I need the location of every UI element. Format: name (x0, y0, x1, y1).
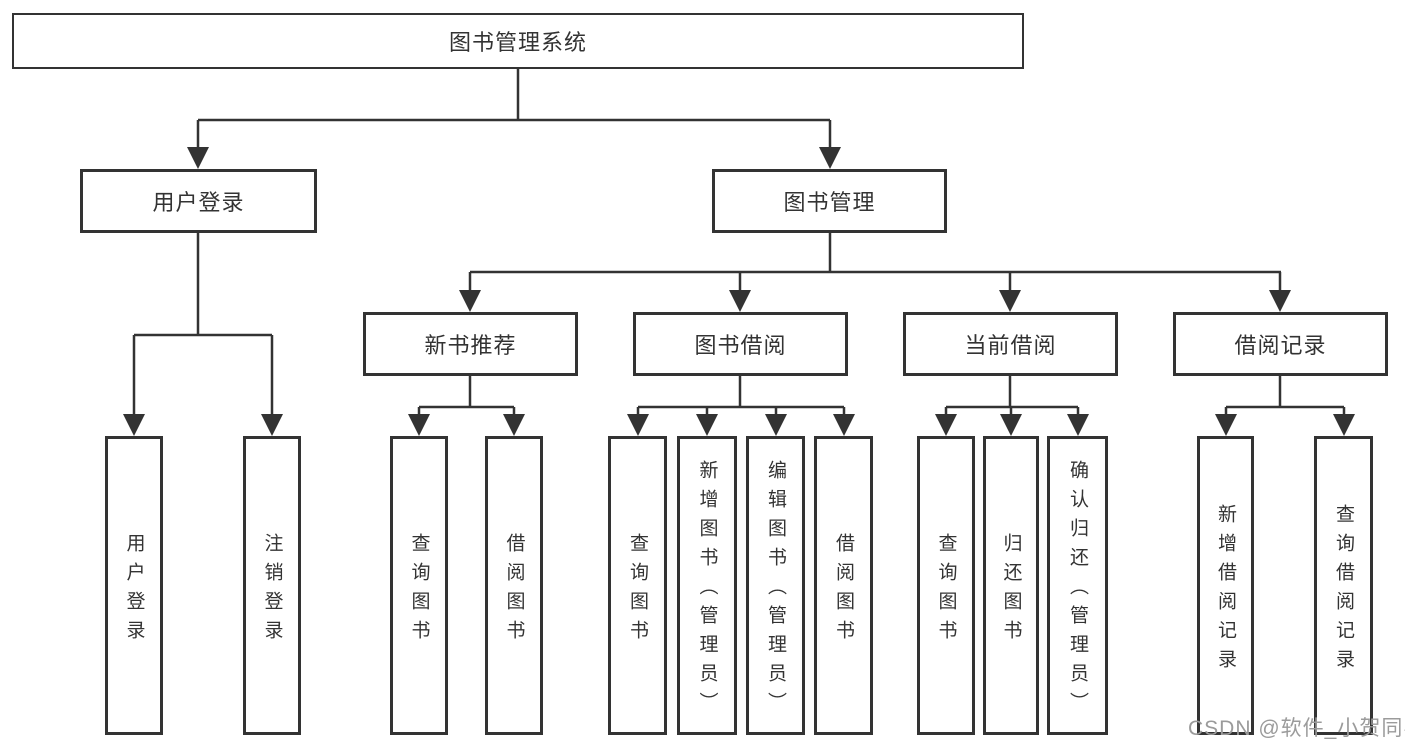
leaf-bb-add-books-admin-label: 新增图书（管理员） (696, 460, 718, 721)
leaf-cb-query-books: 查询图书 (917, 436, 975, 735)
leaf-cb-query-books-label: 查询图书 (935, 532, 957, 649)
leaf-cb-return-books: 归还图书 (983, 436, 1039, 735)
leaf-cb-confirm-return-admin-label: 确认归还（管理员） (1067, 460, 1088, 721)
leaf-nb-query-books: 查询图书 (390, 436, 448, 735)
leaf-bb-borrow-books: 借阅图书 (814, 436, 873, 735)
leaf-bb-edit-books-admin-label: 编辑图书（管理员） (765, 460, 786, 721)
node-book-borrowing-label: 图书借阅 (694, 333, 787, 358)
leaf-bb-edit-books-admin: 编辑图书（管理员） (746, 436, 805, 735)
leaf-bb-borrow-books-label: 借阅图书 (833, 532, 854, 649)
node-new-book-recommend-label: 新书推荐 (424, 333, 517, 358)
node-borrowing-records: 借阅记录 (1173, 312, 1388, 376)
node-book-borrowing: 图书借阅 (633, 312, 848, 376)
node-user-login-label: 用户登录 (152, 190, 245, 215)
leaf-bb-query-books-label: 查询图书 (627, 532, 648, 649)
leaf-cb-return-books-label: 归还图书 (1000, 532, 1022, 649)
watermark: CSDN @软件_小贺同学 (1188, 717, 1405, 740)
node-current-borrowing-label: 当前借阅 (964, 333, 1057, 358)
node-book-management: 图书管理 (712, 169, 947, 233)
leaf-br-query-record-label: 查询借阅记录 (1333, 503, 1354, 678)
leaf-br-add-record: 新增借阅记录 (1197, 436, 1254, 735)
leaf-bb-query-books: 查询图书 (608, 436, 667, 735)
leaf-br-query-record: 查询借阅记录 (1314, 436, 1373, 735)
node-user-login: 用户登录 (80, 169, 317, 233)
connector-trunk-lines (134, 69, 1344, 409)
leaf-nb-borrow-books-label: 借阅图书 (503, 532, 525, 649)
leaf-br-add-record-label: 新增借阅记录 (1215, 503, 1236, 678)
node-borrowing-records-label: 借阅记录 (1234, 333, 1327, 358)
leaf-nb-query-books-label: 查询图书 (408, 532, 430, 649)
leaf-user-login: 用户登录 (105, 436, 163, 735)
leaf-bb-add-books-admin: 新增图书（管理员） (677, 436, 737, 735)
node-current-borrowing: 当前借阅 (903, 312, 1118, 376)
node-root-label: 图书管理系统 (448, 30, 587, 55)
leaf-logout-login: 注销登录 (243, 436, 301, 735)
node-book-management-label: 图书管理 (783, 190, 876, 215)
leaf-nb-borrow-books: 借阅图书 (485, 436, 543, 735)
node-root: 图书管理系统 (12, 13, 1024, 69)
node-new-book-recommend: 新书推荐 (363, 312, 578, 376)
leaf-user-login-label: 用户登录 (123, 532, 145, 649)
leaf-cb-confirm-return-admin: 确认归还（管理员） (1047, 436, 1108, 735)
leaf-logout-login-label: 注销登录 (261, 532, 283, 649)
